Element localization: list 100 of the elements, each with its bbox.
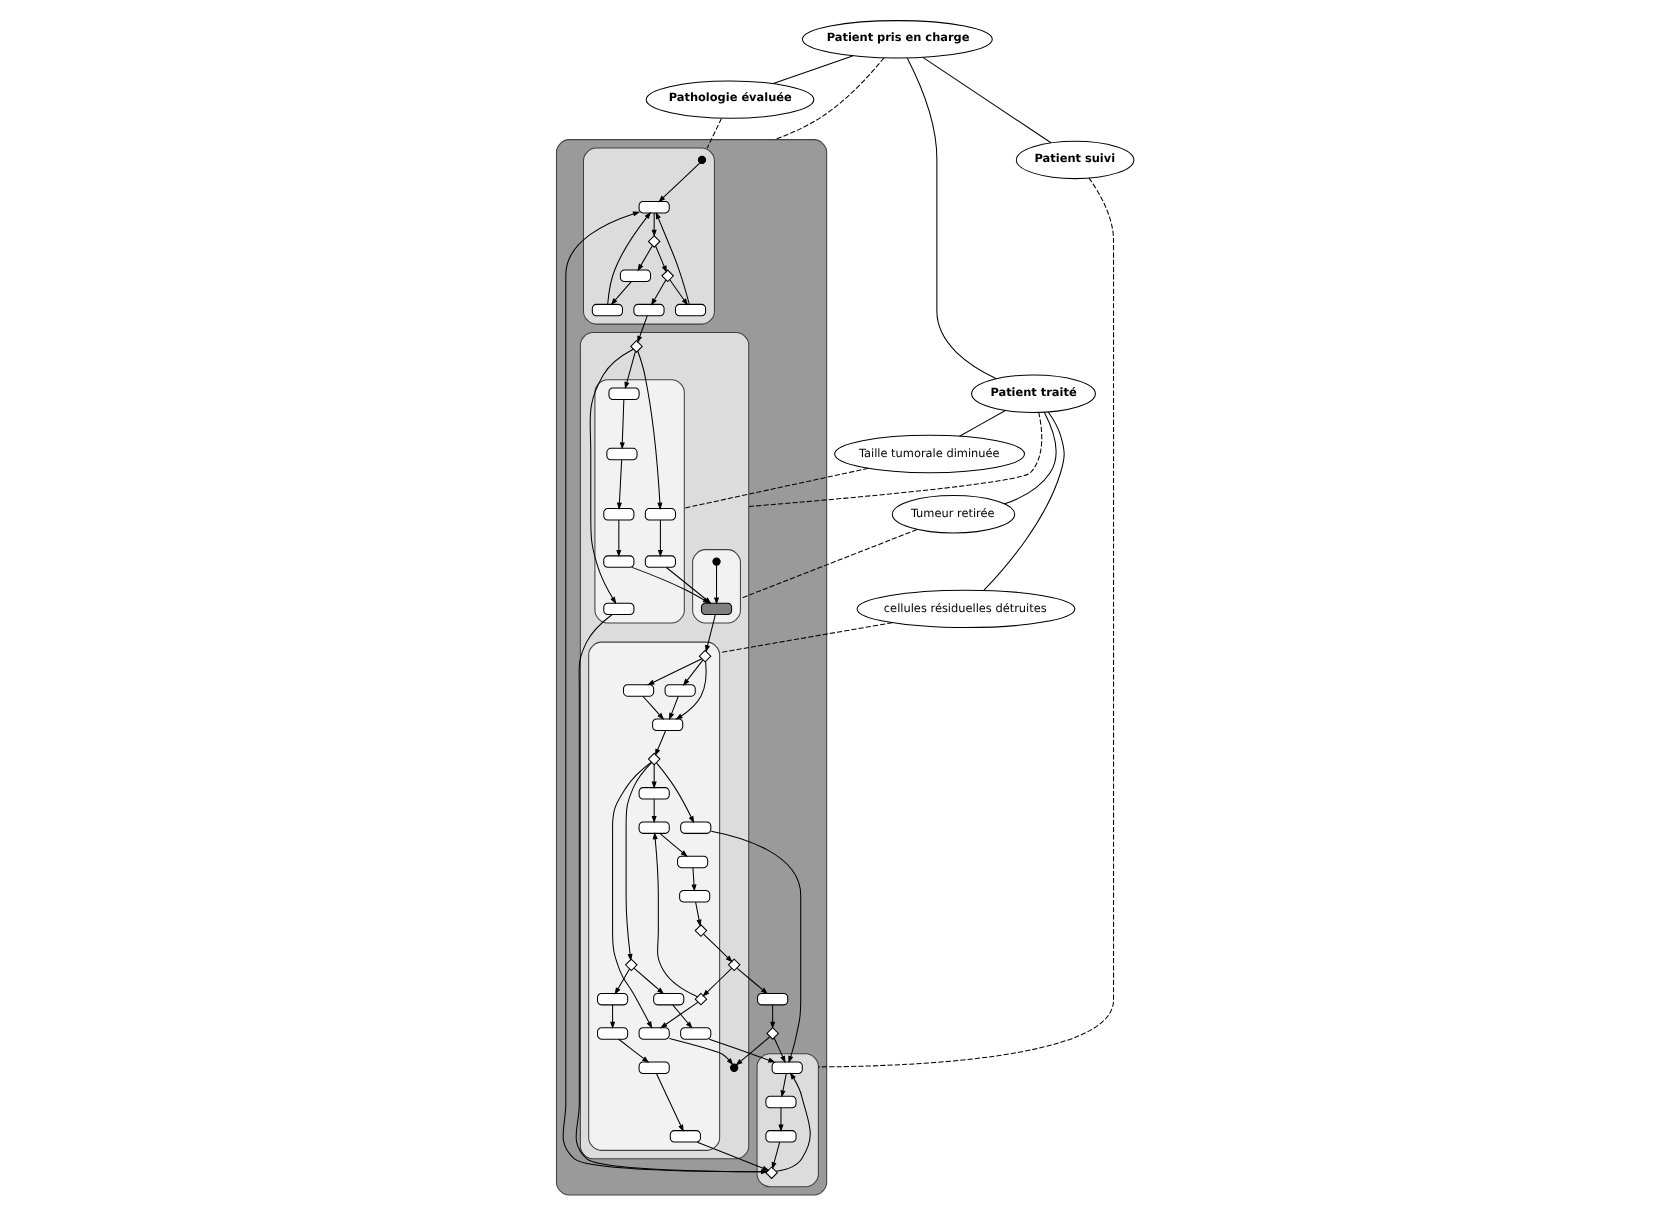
node-box [679,1027,711,1040]
node-diamond [697,649,711,663]
arrow [704,614,715,653]
node-diamond [629,340,642,353]
node-box [699,602,732,616]
node-diamond [693,992,707,1006]
arrow [636,315,647,344]
node-box [651,718,683,731]
node-box [668,1130,700,1143]
node-diamond [726,958,740,972]
arrow [632,967,664,995]
node-box [622,684,654,697]
arrow [615,459,622,510]
arrow [770,1141,780,1170]
node-box [643,555,675,568]
node-diamond [623,958,637,972]
connector [816,177,1114,1068]
node-box [643,508,675,521]
connector [738,529,917,600]
arrow [615,519,621,558]
connector [958,410,1005,437]
node-box [637,787,669,800]
connector [982,411,1064,591]
arrow [774,1072,810,1172]
node-box [632,303,664,317]
arrow [667,1037,733,1066]
node-diamond [660,269,674,283]
connector [771,55,853,85]
arrow [659,1001,698,1029]
arrow [613,968,630,995]
node-circle [711,557,720,566]
cluster [554,139,827,1196]
arrow [654,245,666,273]
arrow [650,798,656,824]
arrow [694,901,701,927]
connector [747,411,1042,507]
arrow [623,350,635,390]
arrow [609,281,631,306]
node-box [637,821,669,834]
connector [772,57,884,141]
node-diamond [765,1027,779,1040]
arrow [712,564,719,605]
connector [905,57,996,380]
node-box [618,269,651,282]
node-box [770,1061,802,1074]
arrow [636,350,662,510]
node-circle [729,1063,738,1072]
arrow [650,212,656,238]
arrow [769,1004,775,1029]
arrow [707,1038,775,1063]
node-box [596,992,628,1006]
node-box [637,1061,669,1074]
arrow [609,1004,615,1029]
node-box [596,1027,628,1040]
arrow [618,399,624,450]
node-box [764,1130,796,1143]
arrow [690,867,696,892]
arrow [658,832,687,857]
node-box [590,303,622,317]
cluster [581,147,714,325]
arrow [656,519,662,558]
node-box [602,508,634,521]
arrow [671,1004,692,1029]
arrow [701,967,732,997]
node-box [607,387,639,400]
arrow [674,661,706,720]
node-box [679,821,711,834]
node-diamond [764,1166,778,1180]
node-box [673,303,706,317]
arrow [655,762,694,824]
connector [921,57,1051,144]
arrow [654,1073,683,1132]
arrow [654,211,689,305]
connector [1003,411,1056,505]
node-box [637,1027,669,1040]
arrow [695,1141,769,1171]
arrow [606,211,651,305]
node-diamond [693,924,707,937]
arrow [649,279,666,306]
arrow [636,245,652,272]
arrow [654,730,666,757]
node-box [756,992,788,1006]
node-box [676,855,708,869]
node-box [764,1095,796,1109]
arrow [588,348,633,605]
node-box [605,447,637,461]
node-diamond [646,752,660,766]
arrow [657,162,700,203]
arrow [681,659,703,686]
arrow [651,831,698,998]
connector [705,117,721,149]
arrow [668,695,678,721]
arrow [702,933,732,963]
arrow [735,967,768,995]
arrow [734,1036,770,1066]
arrow [617,1038,649,1063]
node-box [637,200,669,214]
arrow [772,1037,785,1064]
cluster [691,549,740,624]
arrow [709,830,801,1064]
